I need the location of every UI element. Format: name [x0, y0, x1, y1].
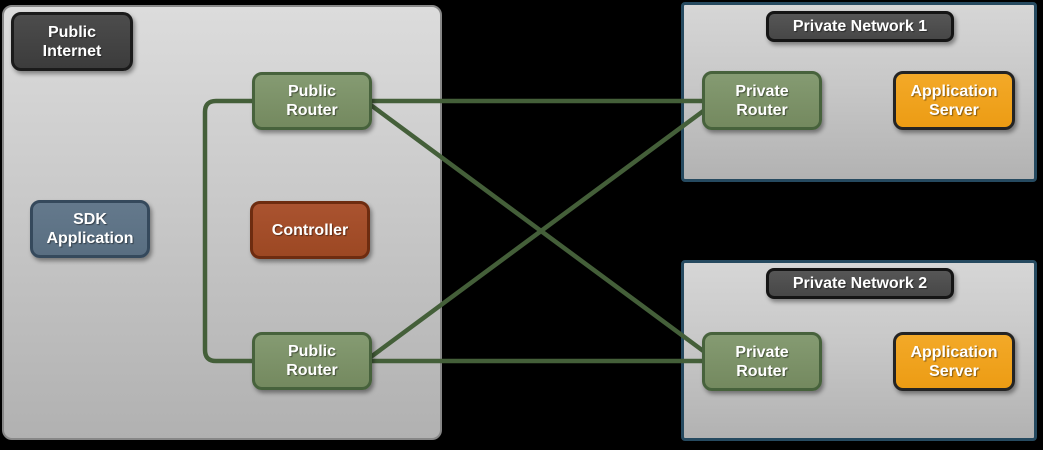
sdk-application-node: SDK Application — [30, 200, 150, 258]
private-network-1-label: Private Network 1 — [766, 11, 954, 42]
public-router-1-node: Public Router — [252, 72, 372, 130]
application-server-1-node: Application Server — [893, 71, 1015, 130]
public-internet-container: Public Internet SDK Application Controll… — [2, 5, 442, 440]
private-network-2-container: Private Network 2 Private Router Applica… — [681, 260, 1037, 441]
controller-node: Controller — [250, 201, 370, 259]
private-network-2-label: Private Network 2 — [766, 268, 954, 299]
private-network-1-container: Private Network 1 Private Router Applica… — [681, 2, 1037, 182]
private-router-2-node: Private Router — [702, 332, 822, 391]
public-internet-label: Public Internet — [11, 12, 133, 71]
public-router-2-node: Public Router — [252, 332, 372, 390]
application-server-2-node: Application Server — [893, 332, 1015, 391]
private-router-1-node: Private Router — [702, 71, 822, 130]
